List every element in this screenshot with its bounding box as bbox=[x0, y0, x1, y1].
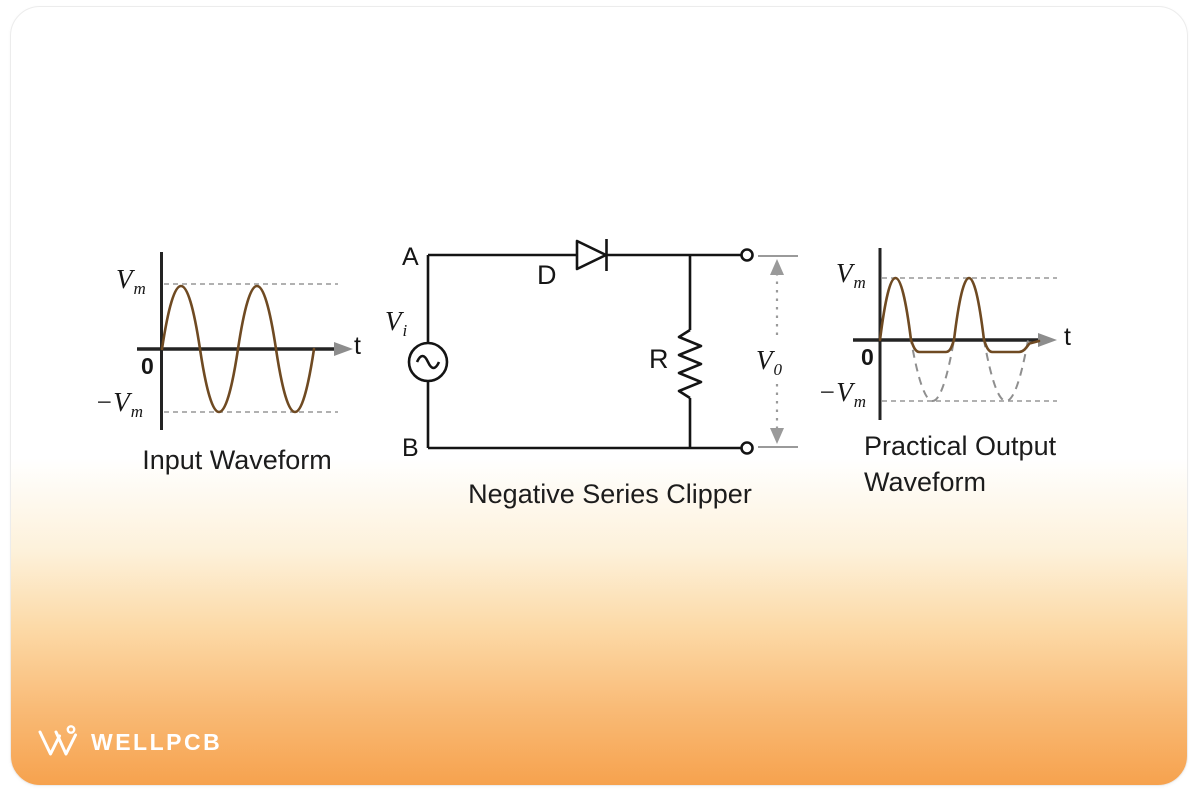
input-peak-label: Vm bbox=[116, 264, 146, 299]
source-voltage-sub: i bbox=[402, 321, 408, 340]
ac-source-symbol bbox=[407, 341, 449, 383]
output-x-axis-arrow-icon bbox=[1038, 333, 1057, 347]
resistor-label: R bbox=[649, 344, 669, 374]
node-b-label: B bbox=[402, 434, 419, 462]
input-waveform-plot bbox=[137, 252, 353, 430]
input-peak-base: V bbox=[116, 264, 133, 294]
ac-source-sine-icon bbox=[415, 354, 441, 370]
source-voltage-base: V bbox=[385, 306, 402, 336]
output-caption-line1: Practical Output bbox=[864, 431, 1057, 461]
source-voltage-label: Vi bbox=[385, 306, 407, 341]
output-voltage-base: V bbox=[756, 345, 773, 375]
diode-label: D bbox=[537, 260, 557, 290]
wellpcb-logo: WELLPCB bbox=[36, 722, 222, 762]
clipper-circuit bbox=[407, 239, 798, 455]
input-origin-label: 0 bbox=[141, 353, 154, 379]
input-peak-sub: m bbox=[133, 279, 146, 298]
input-waveform-caption: Input Waveform bbox=[142, 445, 332, 475]
output-time-label: t bbox=[1064, 323, 1071, 351]
output-terminal-bottom bbox=[740, 441, 754, 455]
diode-symbol bbox=[575, 239, 608, 271]
circuit-caption: Negative Series Clipper bbox=[468, 479, 752, 509]
output-voltage-label: V0 bbox=[756, 345, 782, 380]
practical-output-curve bbox=[878, 276, 1041, 354]
output-trough-base: −V bbox=[818, 377, 853, 407]
output-peak-label: Vm bbox=[836, 258, 866, 293]
brand-name: WELLPCB bbox=[91, 728, 223, 755]
input-time-label: t bbox=[354, 332, 361, 360]
gradient-card bbox=[10, 6, 1188, 786]
output-origin-label: 0 bbox=[861, 344, 874, 370]
v0-arrow-down-icon bbox=[770, 428, 784, 444]
input-trough-sub: m bbox=[130, 402, 143, 421]
output-peak-base: V bbox=[836, 258, 853, 288]
input-trough-label: −Vm bbox=[95, 387, 143, 422]
output-trough-label: −Vm bbox=[818, 377, 866, 412]
output-peak-sub: m bbox=[853, 273, 866, 292]
resistor-symbol bbox=[677, 328, 703, 400]
v0-arrow-up-icon bbox=[770, 259, 784, 275]
input-trough-base: −V bbox=[95, 387, 130, 417]
output-trough-sub: m bbox=[853, 392, 866, 411]
input-x-axis-arrow-icon bbox=[334, 342, 353, 356]
output-caption-line2: Waveform bbox=[864, 467, 987, 497]
input-sine-curve bbox=[160, 284, 316, 414]
node-a-label: A bbox=[402, 243, 419, 271]
output-waveform-plot bbox=[853, 248, 1057, 420]
output-voltage-sub: 0 bbox=[773, 360, 783, 379]
output-terminal-top bbox=[740, 248, 754, 262]
wellpcb-w-icon bbox=[38, 725, 77, 756]
